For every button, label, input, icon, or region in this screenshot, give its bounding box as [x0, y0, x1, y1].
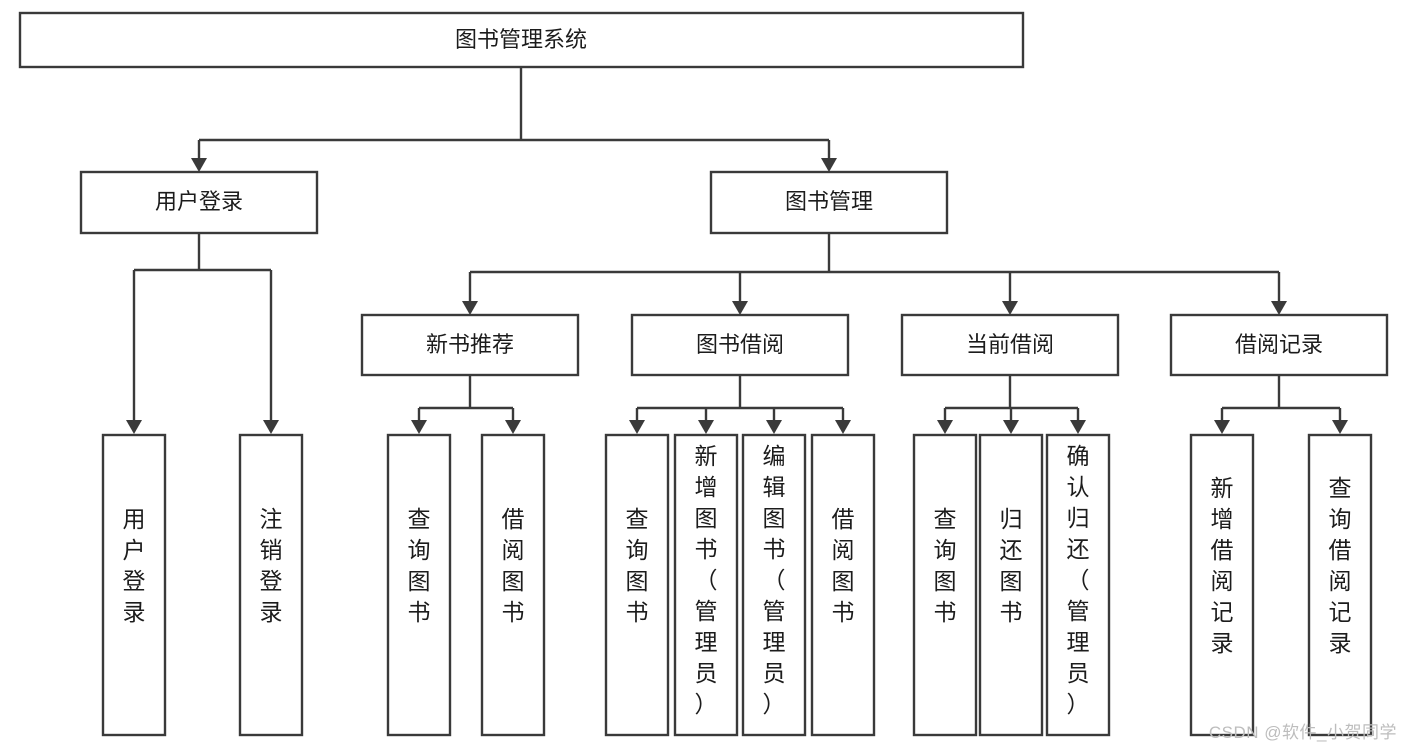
leaf-query-book-2-box[interactable] — [604, 433, 670, 737]
leaf-borrow-book-2[interactable]: 借阅图书 — [810, 433, 876, 737]
node-current-borrow-label: 当前借阅 — [966, 332, 1054, 357]
leaf-user-login-label: 用户登录 — [123, 506, 146, 625]
node-new-book-recommend-label: 新书推荐 — [426, 332, 514, 357]
leaf-add-book[interactable]: 新增图书（管理员） — [673, 433, 739, 737]
leaf-query-book-3-box[interactable] — [912, 433, 978, 737]
leaf-query-book-1-box[interactable] — [386, 433, 452, 737]
leaf-borrow-book-1[interactable]: 借阅图书 — [480, 433, 546, 737]
arrow-head-current-borrow — [1002, 301, 1018, 315]
arrow-head-leaf-confirm-return — [1070, 420, 1086, 434]
leaf-query-record[interactable]: 查询借阅记录 — [1307, 433, 1373, 737]
csdn-watermark: CSDN @软件_小贺同学 — [1208, 723, 1397, 742]
leaf-query-book-2-label: 查询图书 — [626, 506, 649, 625]
leaf-add-record[interactable]: 新增借阅记录 — [1189, 433, 1255, 737]
node-book-borrow-label: 图书借阅 — [696, 332, 784, 357]
node-book-manage-label: 图书管理 — [785, 189, 873, 214]
leaf-add-record-label: 新增借阅记录 — [1211, 475, 1234, 656]
node-user-login-label: 用户登录 — [155, 189, 243, 214]
leaf-edit-book-label: 编辑图书（管理员） — [763, 443, 786, 717]
connector-book-manage-to-level3 — [468, 233, 1281, 303]
leaf-add-book-box[interactable] — [673, 433, 739, 737]
leaf-query-book-3-label: 查询图书 — [934, 506, 957, 625]
arrow-head-borrow-record — [1271, 301, 1287, 315]
node-user-login-box[interactable] — [79, 170, 319, 235]
node-root[interactable]: 图书管理系统 — [18, 11, 1025, 69]
leaf-query-record-box[interactable] — [1307, 433, 1373, 737]
leaf-return-book-box[interactable] — [978, 433, 1044, 737]
node-book-manage-box[interactable] — [709, 170, 949, 235]
leaf-confirm-return[interactable]: 确认归还（管理员） — [1045, 433, 1111, 737]
arrow-head-user-login — [191, 158, 207, 172]
arrow-head-leaf-borrow-book-1 — [505, 420, 521, 434]
node-book-borrow[interactable]: 图书借阅 — [630, 313, 850, 377]
leaf-confirm-return-box[interactable] — [1045, 433, 1111, 737]
leaf-return-book-label: 归还图书 — [1000, 506, 1023, 625]
arrow-head-leaf-edit-book — [766, 420, 782, 434]
leaf-add-record-box[interactable] — [1189, 433, 1255, 737]
leaf-query-book-3[interactable]: 查询图书 — [912, 433, 978, 737]
node-book-manage[interactable]: 图书管理 — [709, 170, 949, 235]
node-root-box[interactable] — [18, 11, 1025, 69]
leaf-user-login[interactable]: 用户登录 — [101, 433, 167, 737]
leaf-query-record-label: 查询借阅记录 — [1329, 475, 1352, 656]
arrow-head-leaf-add-record — [1214, 420, 1230, 434]
arrow-head-leaf-user-login — [126, 420, 142, 434]
arrow-head-leaf-query-book-3 — [937, 420, 953, 434]
leaf-query-book-1-label: 查询图书 — [408, 506, 431, 625]
connector-user-login-to-leaves — [132, 233, 273, 422]
node-root-label: 图书管理系统 — [455, 27, 587, 52]
node-current-borrow[interactable]: 当前借阅 — [900, 313, 1120, 377]
leaf-query-book-1[interactable]: 查询图书 — [386, 433, 452, 737]
leaf-user-login-box[interactable] — [101, 433, 167, 737]
arrow-head-leaf-query-book-2 — [629, 420, 645, 434]
leaf-logout-login-label: 注销登录 — [260, 506, 283, 625]
arrow-head-leaf-return-book — [1003, 420, 1019, 434]
arrow-head-leaf-logout-login — [263, 420, 279, 434]
connector-root-to-level2 — [197, 67, 831, 160]
connector-borrow-to-leaves — [635, 375, 845, 422]
arrow-head-leaf-query-record — [1332, 420, 1348, 434]
node-new-book-recommend[interactable]: 新书推荐 — [360, 313, 580, 377]
connector-layer — [126, 67, 1348, 434]
leaf-borrow-book-2-box[interactable] — [810, 433, 876, 737]
node-new-book-recommend-box[interactable] — [360, 313, 580, 377]
connector-record-to-leaves — [1220, 375, 1342, 422]
leaf-borrow-book-1-box[interactable] — [480, 433, 546, 737]
leaf-return-book[interactable]: 归还图书 — [978, 433, 1044, 737]
leaf-borrow-book-1-label: 借阅图书 — [502, 506, 525, 625]
leaf-edit-book-box[interactable] — [741, 433, 807, 737]
arrow-head-leaf-borrow-book-2 — [835, 420, 851, 434]
leaf-logout-login-box[interactable] — [238, 433, 304, 737]
leaf-logout-login[interactable]: 注销登录 — [238, 433, 304, 737]
arrow-head-book-borrow — [732, 301, 748, 315]
connector-current-to-leaves — [943, 375, 1080, 422]
arrow-head-book-manage — [821, 158, 837, 172]
node-borrow-record-box[interactable] — [1169, 313, 1389, 377]
node-borrow-record-label: 借阅记录 — [1235, 332, 1323, 357]
node-current-borrow-box[interactable] — [900, 313, 1120, 377]
leaf-add-book-label: 新增图书（管理员） — [695, 443, 718, 717]
connector-recommend-to-leaves — [417, 375, 515, 422]
arrow-head-leaf-add-book — [698, 420, 714, 434]
leaf-query-book-2[interactable]: 查询图书 — [604, 433, 670, 737]
node-borrow-record[interactable]: 借阅记录 — [1169, 313, 1389, 377]
leaf-confirm-return-label: 确认归还（管理员） — [1067, 443, 1090, 717]
node-book-borrow-box[interactable] — [630, 313, 850, 377]
leaf-edit-book[interactable]: 编辑图书（管理员） — [741, 433, 807, 737]
arrow-head-leaf-query-book-1 — [411, 420, 427, 434]
arrow-head-new-book-recommend — [462, 301, 478, 315]
leaf-borrow-book-2-label: 借阅图书 — [832, 506, 855, 625]
node-user-login[interactable]: 用户登录 — [79, 170, 319, 235]
